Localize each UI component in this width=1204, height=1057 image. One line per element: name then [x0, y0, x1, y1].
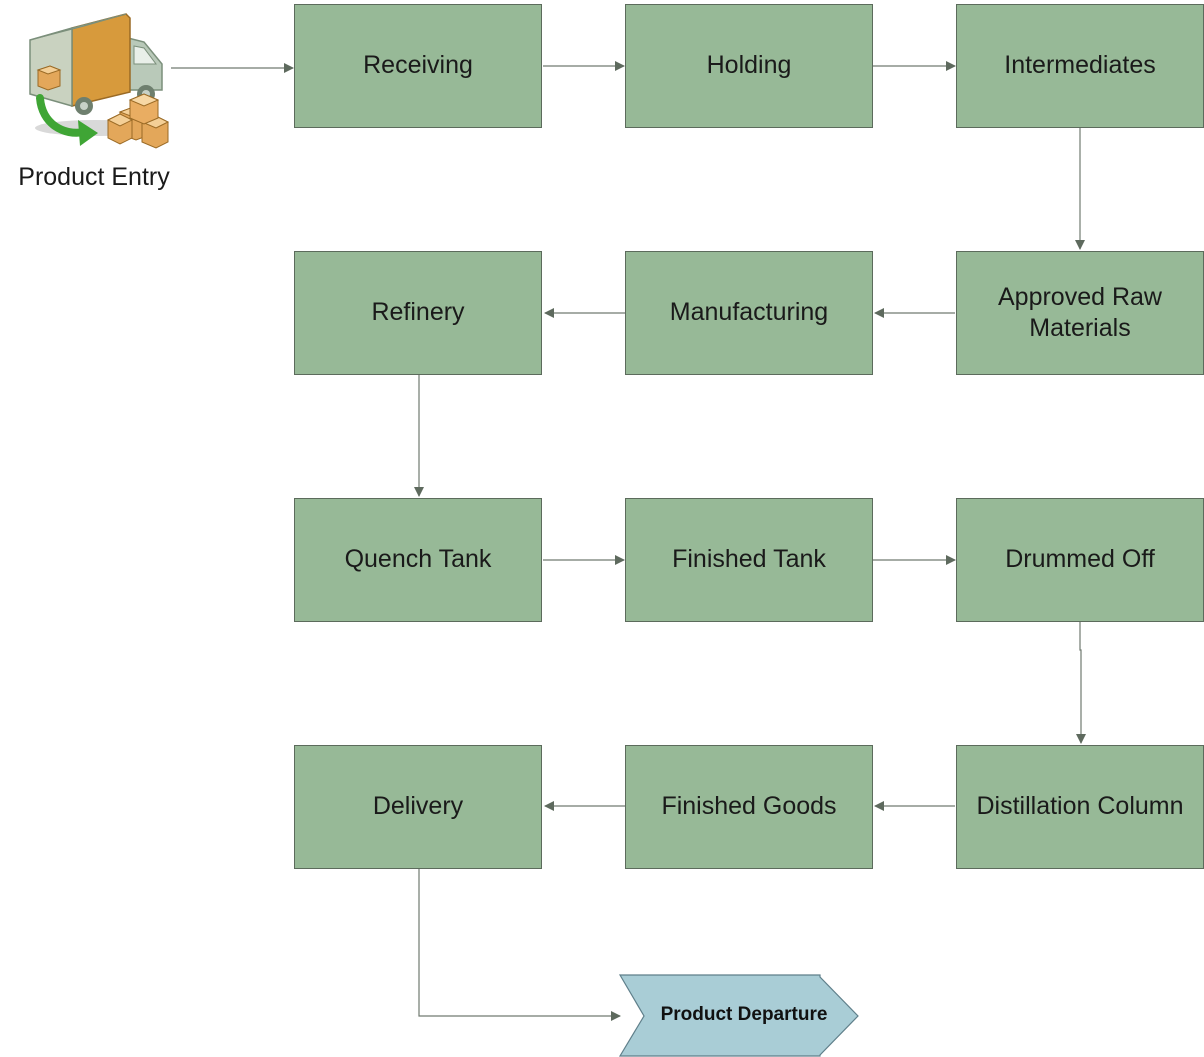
step-quench-tank-label: Quench Tank [344, 545, 492, 574]
step-refinery: Refinery [294, 251, 542, 375]
departure-arrow-shape [618, 974, 859, 1057]
product-entry-label: Product Entry [18, 163, 170, 191]
step-finished-goods-label: Finished Goods [661, 792, 837, 821]
step-delivery-label: Delivery [372, 792, 464, 821]
delivery-truck-icon [29, 13, 170, 149]
connector-delivery-departure [418, 869, 621, 1021]
step-approved-raw-materials: Approved Raw Materials [956, 251, 1204, 375]
step-refinery-label: Refinery [371, 298, 465, 327]
step-manufacturing: Manufacturing [625, 251, 873, 375]
step-distillation-column: Distillation Column [956, 745, 1204, 869]
step-drummed-off-label: Drummed Off [1005, 545, 1155, 574]
step-receiving: Receiving [294, 4, 542, 128]
step-intermediates: Intermediates [956, 4, 1204, 128]
step-drummed-off: Drummed Off [956, 498, 1204, 622]
step-manufacturing-label: Manufacturing [669, 298, 829, 327]
step-quench-tank: Quench Tank [294, 498, 542, 622]
step-distillation-column-label: Distillation Column [976, 792, 1184, 821]
step-holding: Holding [625, 4, 873, 128]
step-approved-raw-materials-label: Approved Raw Materials [998, 282, 1162, 342]
step-holding-label: Holding [706, 51, 792, 80]
step-finished-tank: Finished Tank [625, 498, 873, 622]
step-receiving-label: Receiving [363, 51, 473, 80]
step-intermediates-label: Intermediates [1004, 51, 1156, 80]
connector-drummed-distillation [1076, 622, 1086, 744]
step-delivery: Delivery [294, 745, 542, 869]
step-finished-tank-label: Finished Tank [672, 545, 826, 574]
step-finished-goods: Finished Goods [625, 745, 873, 869]
product-departure-label: Product Departure [660, 1004, 828, 1025]
